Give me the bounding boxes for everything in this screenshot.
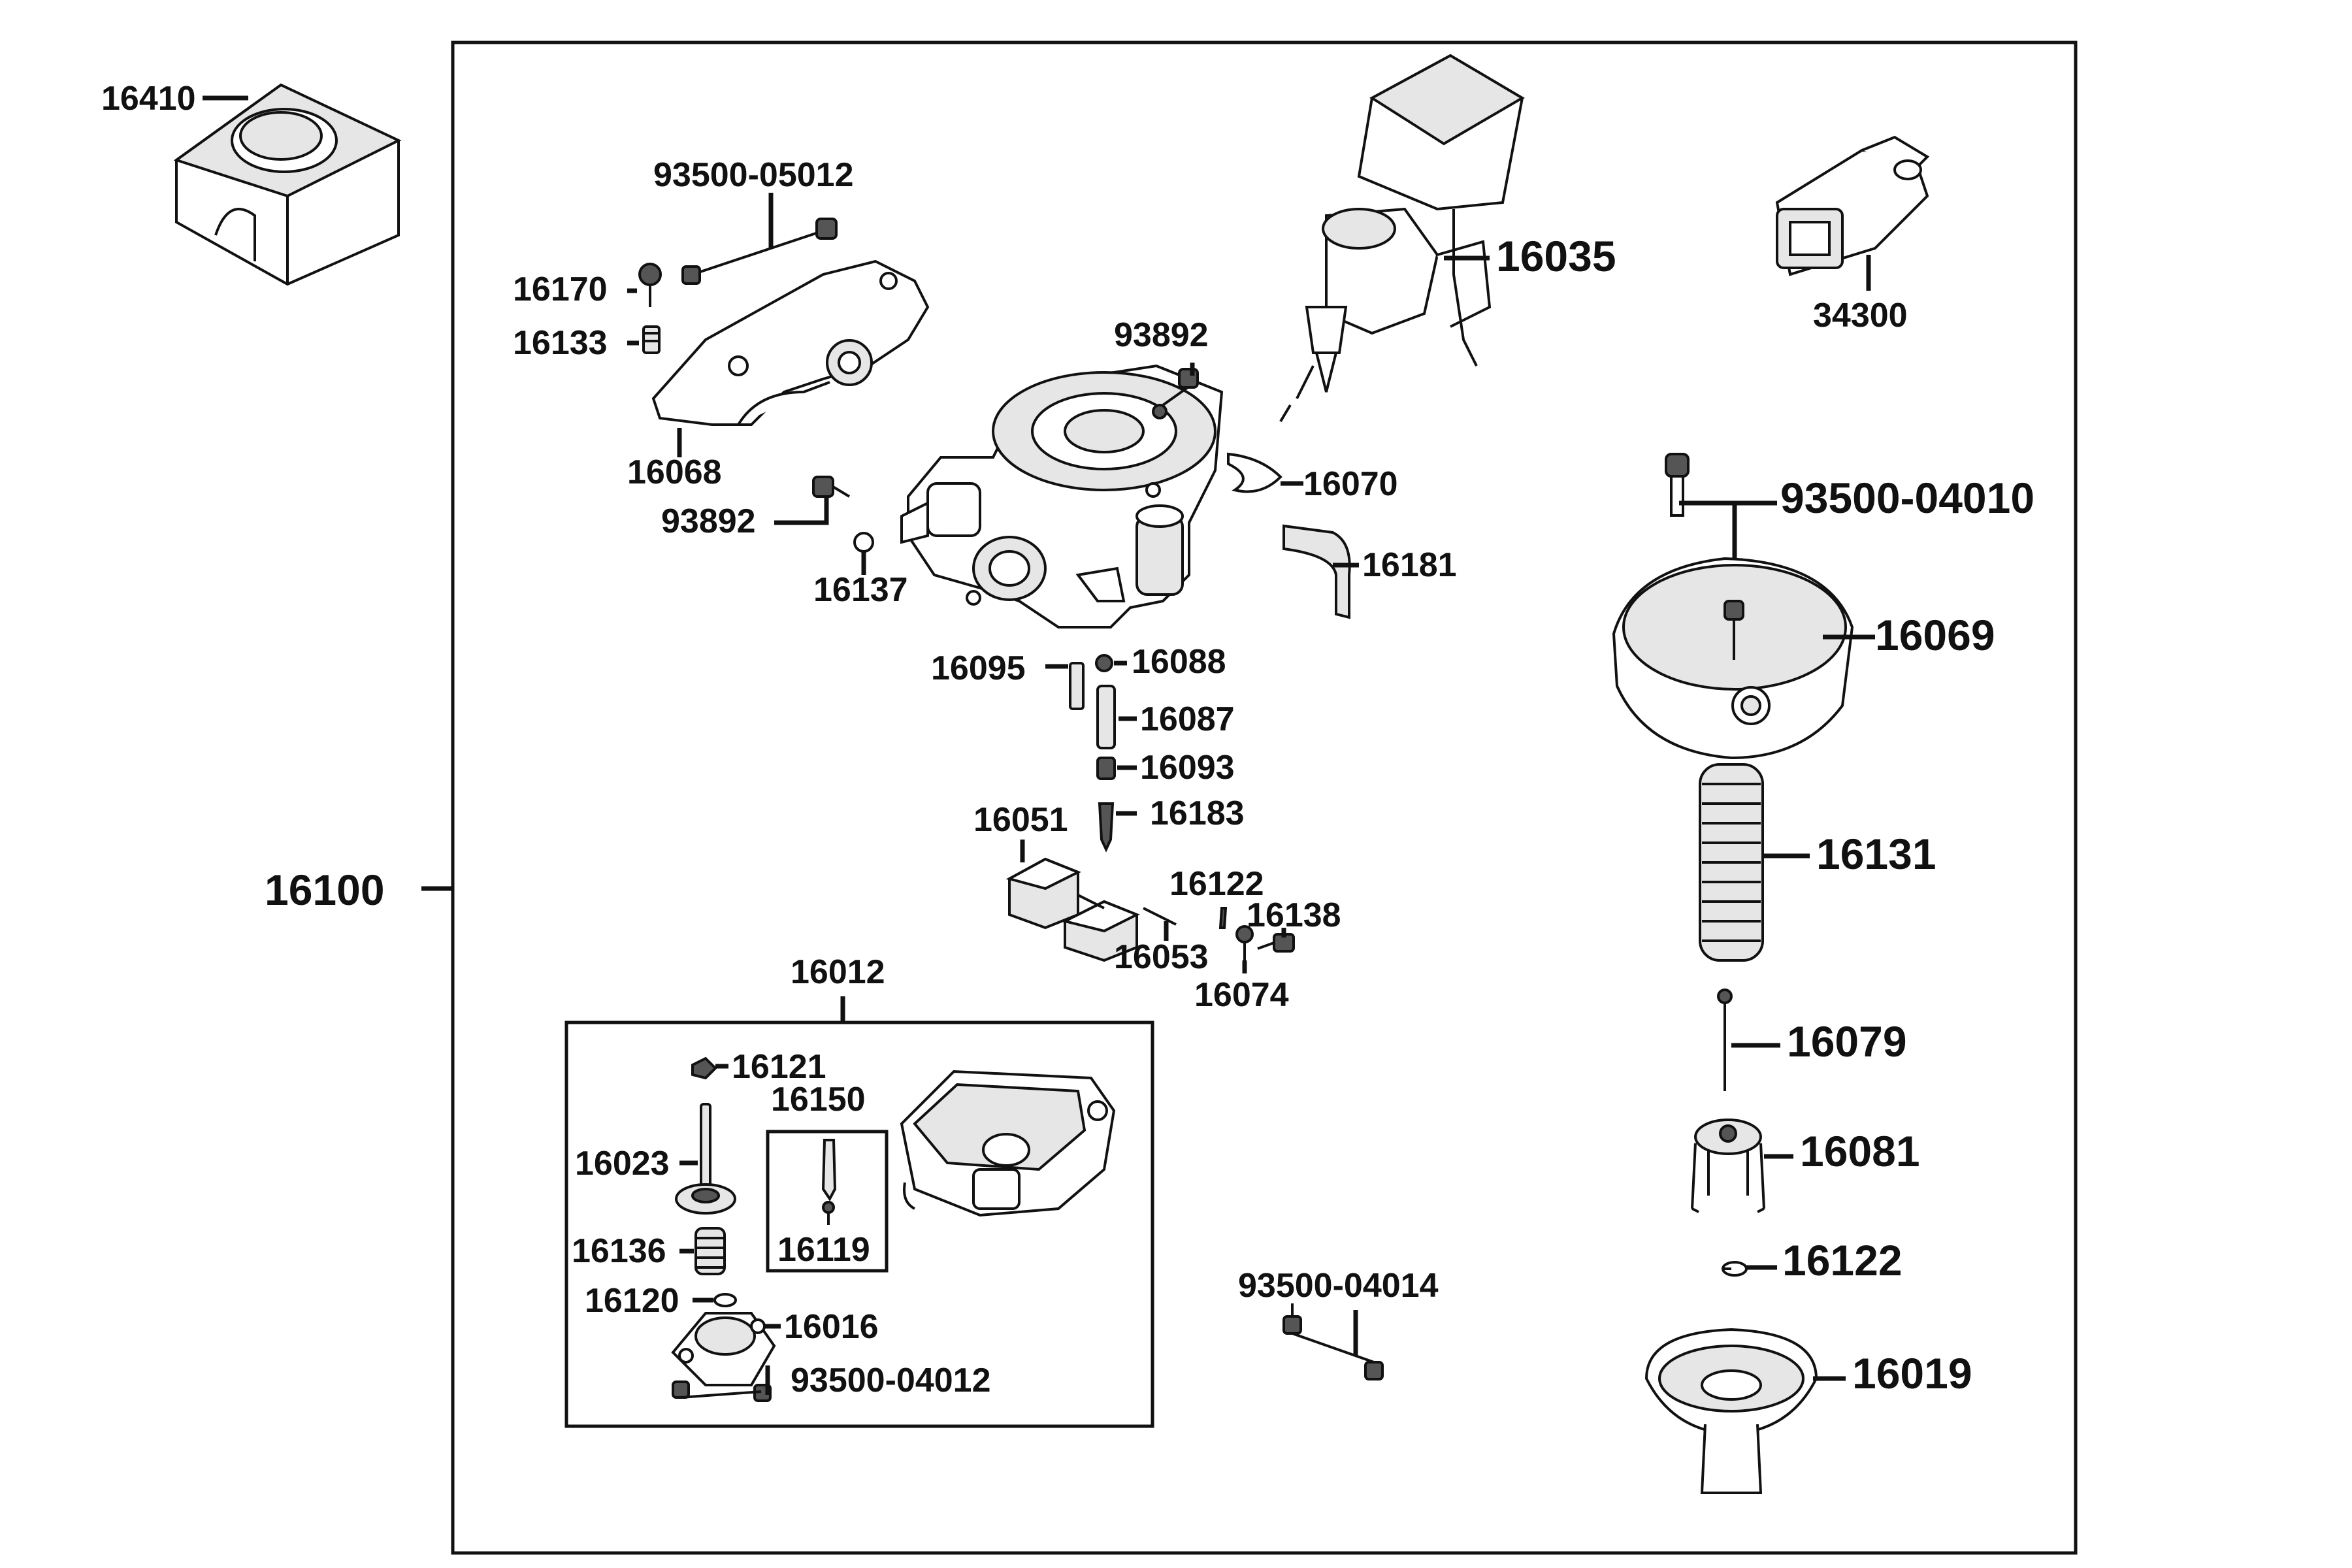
label-16088: 16088 <box>1132 643 1226 681</box>
part-93500-04010-screw <box>1665 453 1690 517</box>
label-16122-right: 16122 <box>1782 1236 1903 1284</box>
part-16016-cover-plate <box>671 1312 776 1386</box>
label-16012: 16012 <box>791 953 885 991</box>
assembly-frame <box>451 41 2078 1555</box>
part-16074-screw <box>1235 925 1254 960</box>
label-93500-04012: 93500-04012 <box>791 1362 991 1399</box>
label-16170: 16170 <box>513 270 608 308</box>
part-16120-oring <box>713 1293 737 1307</box>
part-16012-float-bowl <box>900 1070 1116 1217</box>
carburetor-body <box>900 364 1224 629</box>
label-16119: 16119 <box>777 1231 870 1269</box>
part-16079-needle <box>1717 988 1733 1091</box>
part-16131-spring <box>1699 763 1764 962</box>
part-16119-jet <box>822 1201 835 1225</box>
part-93500-05012-screw <box>681 218 838 285</box>
label-16122-left: 16122 <box>1169 865 1264 903</box>
part-16095-jet <box>1069 662 1085 710</box>
label-16068: 16068 <box>627 453 722 491</box>
label-16070: 16070 <box>1303 465 1398 503</box>
part-16183-needle-valve <box>1098 802 1115 853</box>
label-16138: 16138 <box>1247 896 1341 934</box>
label-93500-04010: 93500-04010 <box>1780 474 2034 522</box>
label-16121: 16121 <box>732 1048 826 1086</box>
label-93500-05012: 93500-05012 <box>653 156 854 194</box>
label-16093: 16093 <box>1140 749 1235 787</box>
part-16068-bracket <box>651 259 930 426</box>
part-16121-oring <box>691 1056 717 1080</box>
label-16074: 16074 <box>1194 976 1289 1014</box>
part-16122-clip-left <box>1218 907 1228 929</box>
part-93500-04014-screws <box>1282 1303 1384 1380</box>
label-93892-left: 93892 <box>661 502 756 540</box>
part-16023-float-needle <box>675 1103 736 1215</box>
label-93892-top: 93892 <box>1114 316 1209 354</box>
part-16069-diaphragm-cover <box>1612 557 1854 760</box>
label-16053: 16053 <box>1114 938 1209 976</box>
label-16120: 16120 <box>585 1282 679 1320</box>
label-34300: 34300 <box>1813 297 1908 335</box>
label-16183: 16183 <box>1150 794 1245 832</box>
part-34300-sensor <box>1775 135 1930 276</box>
label-16023: 16023 <box>575 1145 670 1183</box>
part-16070-clip <box>1227 452 1282 493</box>
label-16035: 16035 <box>1496 232 1616 280</box>
part-93500-04012-screws <box>672 1380 772 1402</box>
label-16150: 16150 <box>771 1081 866 1119</box>
label-16095: 16095 <box>931 649 1026 687</box>
label-16181: 16181 <box>1362 546 1457 584</box>
label-16133: 16133 <box>513 324 608 362</box>
part-93892-screw-left <box>812 476 851 498</box>
label-16087: 16087 <box>1140 700 1235 738</box>
part-16410-cover <box>173 83 402 286</box>
label-16079: 16079 <box>1787 1017 1907 1066</box>
part-16081-retainer <box>1691 1119 1765 1213</box>
label-16100: 16100 <box>265 866 385 914</box>
part-16138-screw <box>1257 933 1295 953</box>
label-93500-04014: 93500-04014 <box>1238 1267 1439 1305</box>
part-16053-float-pin <box>1143 907 1177 926</box>
part-16019-diaphragm-piston <box>1644 1328 1818 1494</box>
label-16019: 16019 <box>1852 1349 1972 1397</box>
part-16133-spring <box>642 325 661 354</box>
label-16069: 16069 <box>1875 611 1995 659</box>
label-16081: 16081 <box>1800 1127 1920 1175</box>
label-16016: 16016 <box>784 1308 879 1346</box>
part-16150-pilot-jet <box>821 1139 837 1201</box>
part-16122-clip-right <box>1722 1261 1748 1277</box>
label-16410: 16410 <box>101 80 196 118</box>
part-16170-screw <box>638 263 662 307</box>
label-16137: 16137 <box>813 571 908 609</box>
inset-16150-frame <box>766 1130 889 1273</box>
part-16093-main-jet <box>1096 757 1116 780</box>
part-16035-choke-assembly <box>1279 54 1525 423</box>
part-16181-hose <box>1282 524 1351 619</box>
label-16136: 16136 <box>572 1232 666 1270</box>
part-16088-oring <box>1095 654 1113 672</box>
part-16137-oring <box>853 532 874 553</box>
part-16136-spring <box>694 1227 726 1275</box>
label-16131: 16131 <box>1816 830 1936 878</box>
label-16051: 16051 <box>973 801 1068 839</box>
part-16051-float <box>1005 857 1140 962</box>
inset-16012-frame <box>564 1021 1154 1428</box>
part-16087-jet-holder <box>1096 685 1116 749</box>
